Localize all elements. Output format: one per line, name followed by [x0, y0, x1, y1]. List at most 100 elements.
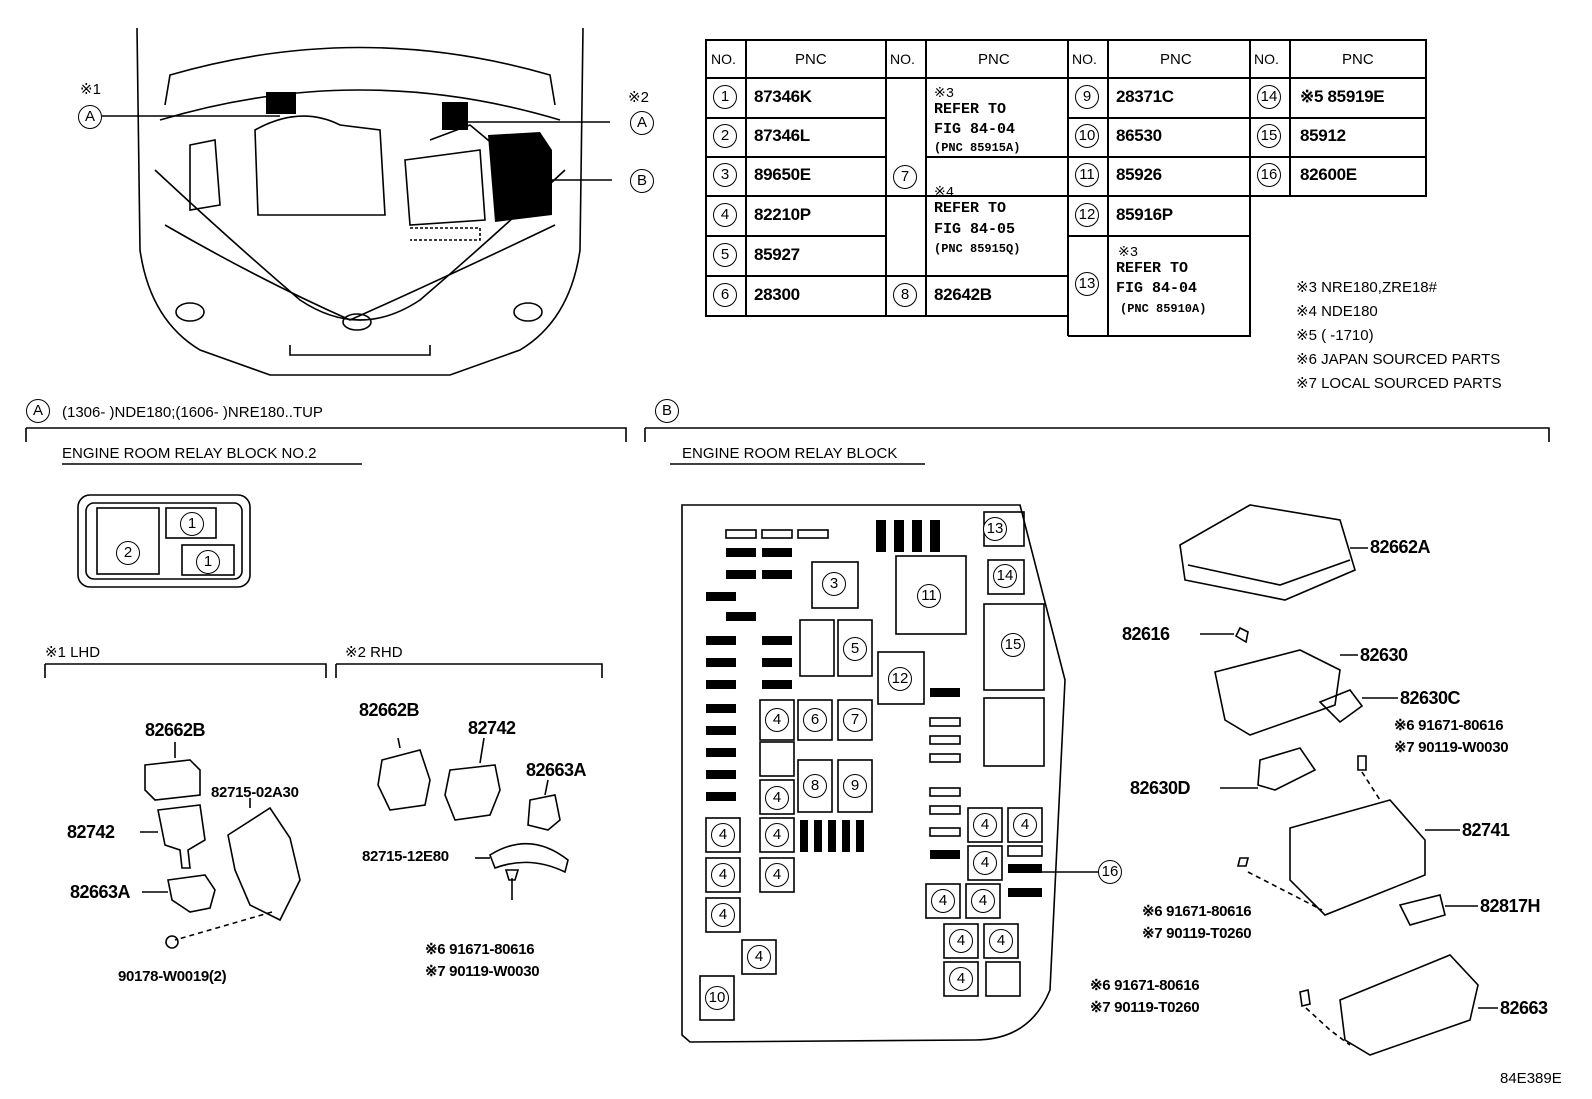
part-label: ※7 90119-W0030: [1394, 739, 1509, 756]
block-item: 4: [765, 823, 789, 847]
block-item: 11: [917, 584, 941, 608]
note-5: ※5 ( -1710): [1296, 327, 1374, 344]
car-illustration: [136, 27, 584, 376]
block-item: 6: [803, 708, 827, 732]
row-fig: FIG 84-05: [934, 221, 1016, 238]
row-no: 3: [713, 163, 737, 187]
row-pnc: 87346K: [754, 87, 812, 106]
row-no: 13: [1075, 272, 1099, 296]
block-item: 3: [822, 572, 846, 596]
part-label: 82662A: [1370, 537, 1431, 557]
callout-a-right: A: [630, 111, 654, 135]
row-pnc: 85912: [1300, 126, 1346, 145]
row-pnc: 82210P: [754, 205, 811, 224]
part-label: 82817H: [1480, 896, 1541, 916]
row-no: 10: [1075, 124, 1099, 148]
row-fig: FIG 84-04: [934, 121, 1016, 138]
block-item: 4: [711, 823, 735, 847]
block-item: 4: [971, 889, 995, 913]
block-item: 4: [711, 863, 735, 887]
note-6: ※6 JAPAN SOURCED PARTS: [1296, 351, 1501, 368]
part-label: 82616: [1122, 624, 1170, 644]
rhd-part: 82715-12E80: [362, 848, 449, 865]
section-b-title: ENGINE ROOM RELAY BLOCK: [682, 445, 898, 462]
part-label: 82663: [1500, 998, 1548, 1018]
row-pnc: 85926: [1116, 165, 1162, 184]
rhd-parts-art: [377, 737, 569, 900]
block-item: 4: [931, 889, 955, 913]
row-no: 14: [1257, 85, 1281, 109]
part-label: ※7 90119-T0260: [1142, 925, 1252, 942]
part-label: ※6 91671-80616: [1394, 717, 1504, 734]
note-7: ※7 LOCAL SOURCED PARTS: [1296, 375, 1502, 392]
row-no: 8: [893, 283, 917, 307]
row-ref: REFER TO: [934, 101, 1007, 118]
block-item: 7: [843, 708, 867, 732]
block-item: 4: [989, 929, 1013, 953]
relay-no2-item-1: 1: [196, 550, 220, 574]
row-pnc: 28371C: [1116, 87, 1174, 106]
header-no-2: NO.: [890, 51, 915, 67]
block-item: 4: [973, 851, 997, 875]
block-item: 4: [711, 903, 735, 927]
fuse-marks: [706, 520, 1042, 897]
lhd-part: 82715-02A30: [211, 784, 299, 801]
block-item: 4: [949, 929, 973, 953]
lhd-part: 82662B: [145, 720, 206, 740]
header-pnc-4: PNC: [1342, 51, 1374, 68]
row-pnc: 86530: [1116, 126, 1162, 145]
block-item: 8: [803, 774, 827, 798]
block-item: 10: [705, 986, 729, 1010]
block-item: 16: [1098, 860, 1122, 884]
row-no: 9: [1075, 85, 1099, 109]
block-item: 12: [888, 667, 912, 691]
row-no: 11: [1075, 163, 1099, 187]
figure-id: 84E389E: [1500, 1070, 1562, 1087]
part-label: ※6 91671-80616: [1142, 903, 1252, 920]
note-4: ※4 NDE180: [1296, 303, 1378, 320]
header-pnc-2: PNC: [978, 51, 1010, 68]
block-item: 9: [843, 774, 867, 798]
relay-no2-item-2: 2: [116, 541, 140, 565]
block-item: 4: [765, 786, 789, 810]
row-note: ※3: [934, 86, 955, 102]
header-no-3: NO.: [1072, 51, 1097, 67]
section-a-letter: A: [26, 399, 50, 423]
rhd-part: 82662B: [359, 700, 420, 720]
row-no: 5: [713, 243, 737, 267]
block-item: 4: [973, 813, 997, 837]
row-pnc-ref: (PNC 85915Q): [934, 242, 1021, 256]
row-ref: REFER TO: [1116, 260, 1189, 277]
relay-no2-item-1: 1: [180, 512, 204, 536]
row-no: 4: [713, 203, 737, 227]
part-label: ※6 91671-80616: [1090, 977, 1200, 994]
part-label: 82741: [1462, 820, 1510, 840]
car-mark-1: ※1: [80, 81, 101, 98]
row-pnc-ref: (PNC 85915A): [934, 141, 1021, 155]
car-relay-marks: [266, 92, 552, 222]
rhd-part: 82663A: [526, 760, 587, 780]
header-no-4: NO.: [1254, 51, 1279, 67]
row-ref: REFER TO: [934, 200, 1007, 217]
row-pnc: 87346L: [754, 126, 810, 145]
row-pnc: 82642B: [934, 285, 992, 304]
block-item: 5: [843, 637, 867, 661]
row-no: 2: [713, 124, 737, 148]
block-item: 4: [765, 863, 789, 887]
callout-a-left: A: [78, 105, 102, 129]
row-pnc: 85927: [754, 245, 800, 264]
row-note: ※4: [934, 185, 955, 201]
row-no: 15: [1257, 124, 1281, 148]
block-item: 14: [993, 564, 1017, 588]
header-no-1: NO.: [711, 51, 736, 67]
car-mark-2: ※2: [628, 89, 649, 106]
lhd-part: 82742: [67, 822, 115, 842]
lhd-part: 90178-W0019(2): [118, 968, 227, 985]
lhd-part: 82663A: [70, 882, 131, 902]
row-no: 7: [893, 165, 917, 189]
part-label: ※7 90119-T0260: [1090, 999, 1200, 1016]
row-no: 1: [713, 85, 737, 109]
section-a-title: ENGINE ROOM RELAY BLOCK NO.2: [62, 445, 317, 462]
